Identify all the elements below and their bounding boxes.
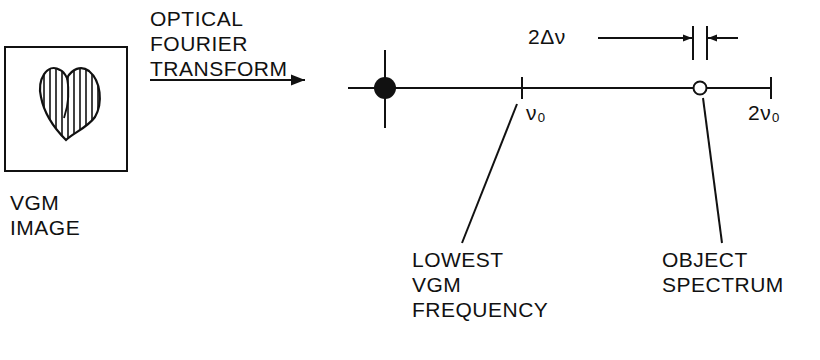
- image-frame: VGM IMAGE: [4, 46, 128, 172]
- axis-mark: 2ν₀: [748, 100, 780, 125]
- dimension-label: 2Δν: [528, 24, 566, 49]
- frequency-axis: [348, 87, 772, 89]
- object-blob: [40, 68, 100, 140]
- axis-mark: ν₀: [526, 100, 546, 125]
- tick-2nu0: [770, 77, 772, 99]
- tick-nu0: [521, 77, 523, 99]
- object-spectrum-spot: [694, 82, 707, 95]
- transform-label: OPTICAL FOURIER TRANSFORM: [150, 6, 287, 82]
- leader-line: [462, 104, 517, 243]
- dimension-arrow: [598, 37, 692, 39]
- leader-line: [703, 98, 722, 243]
- dimension-tick: [692, 26, 694, 60]
- dc-spot: [374, 77, 396, 99]
- callout-label: LOWEST VGM FREQUENCY: [412, 247, 548, 323]
- dimension-arrow: [708, 37, 738, 39]
- dimension-tick: [706, 26, 708, 60]
- callout-label: OBJECT SPECTRUM: [662, 247, 784, 297]
- blob-fold: [64, 78, 68, 118]
- image-caption: VGM IMAGE: [10, 190, 80, 240]
